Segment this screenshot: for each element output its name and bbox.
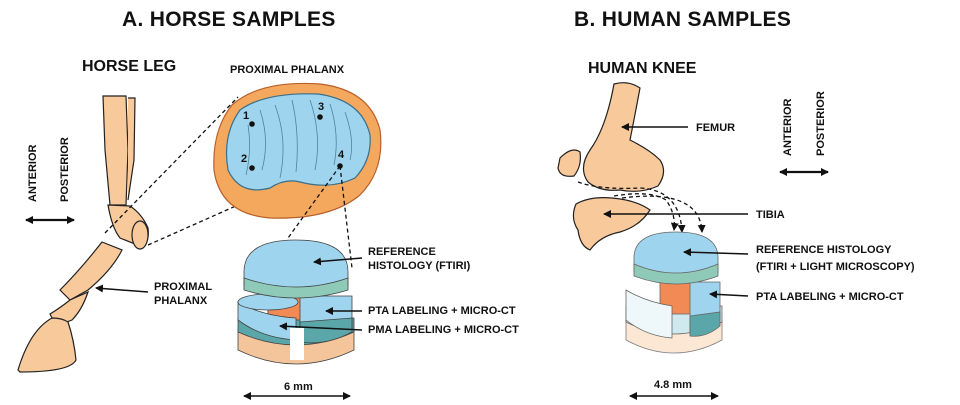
human-reference-line1: REFERENCE HISTOLOGY xyxy=(756,243,891,257)
bone-label-line1: PROXIMAL xyxy=(154,280,212,294)
point-2-label: 2 xyxy=(241,152,247,166)
human-panel-title: B. HUMAN SAMPLES xyxy=(574,8,791,32)
horse-scale-label: 6 mm xyxy=(284,380,313,394)
human-pta-label: PTA LABELING + MICRO-CT xyxy=(756,290,904,304)
horse-pma-label: PMA LABELING + MICRO-CT xyxy=(368,323,519,337)
human-reference-line2: (FTIRI + LIGHT MICROSCOPY) xyxy=(756,260,915,274)
tibia-label: TIBIA xyxy=(756,208,785,222)
human-posterior-label: POSTERIOR xyxy=(815,91,827,156)
point-4-label: 4 xyxy=(338,148,344,162)
point-3-label: 3 xyxy=(318,100,324,114)
horse-anterior-label: ANTERIOR xyxy=(27,145,39,202)
horse-leg-drawing xyxy=(18,96,148,372)
point-3-marker xyxy=(317,114,323,120)
horse-leg-title: HORSE LEG xyxy=(82,58,176,76)
horse-posterior-label: POSTERIOR xyxy=(59,137,71,202)
horse-panel-title: A. HORSE SAMPLES xyxy=(122,8,336,32)
horse-pta-label: PTA LABELING + MICRO-CT xyxy=(368,304,516,318)
point-1-marker xyxy=(249,121,255,127)
bone-label-line2: PHALANX xyxy=(154,294,207,308)
phalanx-top-view xyxy=(214,83,381,218)
human-scale-label: 4.8 mm xyxy=(654,378,692,392)
horse-sample-cylinder xyxy=(238,240,354,364)
horse-reference-line1: REFERENCE xyxy=(368,245,436,259)
human-knee-title: HUMAN KNEE xyxy=(588,60,696,78)
point-1-label: 1 xyxy=(243,109,249,123)
femur-label: FEMUR xyxy=(696,121,735,135)
human-sample-cylinder xyxy=(626,232,722,353)
horse-reference-line2: HISTOLOGY (FTIRI) xyxy=(368,259,470,273)
human-knee-drawing xyxy=(558,83,664,250)
human-anterior-label: ANTERIOR xyxy=(782,99,794,156)
point-2-marker xyxy=(249,165,255,171)
proximal-phalanx-title: PROXIMAL PHALANX xyxy=(230,64,344,76)
